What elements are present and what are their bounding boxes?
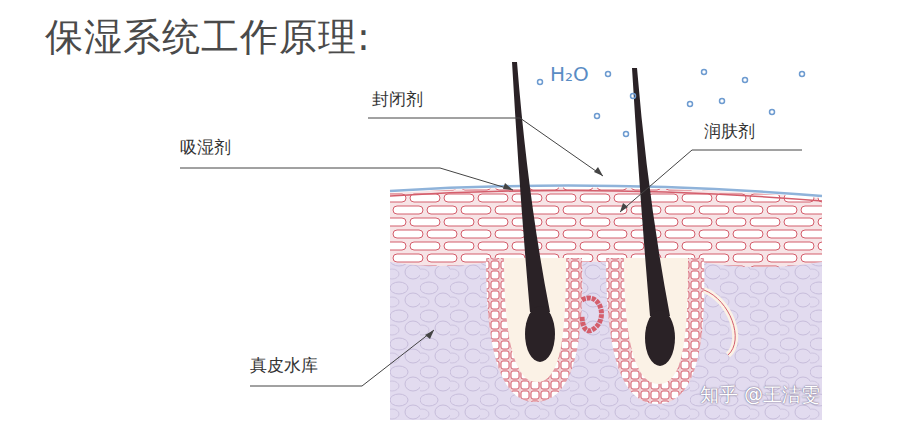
leader-lines [180, 118, 802, 386]
hair-shaft [512, 62, 550, 312]
hair-bulb [645, 310, 675, 366]
arrow-head [503, 183, 513, 190]
part-label: 吸湿剂 [180, 136, 231, 159]
dermis [390, 250, 822, 420]
arrow-head [425, 330, 434, 339]
arrow-head [620, 203, 628, 212]
part-label: 润肤剂 [704, 120, 755, 143]
epidermis [390, 188, 822, 267]
hair-bulb [525, 306, 555, 362]
hair-shaft [632, 68, 670, 316]
diagram-title: 保湿系统工作原理: [45, 12, 371, 63]
arrow-head [594, 167, 603, 176]
part-label: 封闭剂 [372, 88, 423, 111]
water-label: H₂O [550, 62, 589, 86]
watermark: 知乎 @王洁雯 [700, 382, 820, 408]
erector-muscle-edge [704, 290, 735, 355]
gland [582, 298, 601, 331]
part-label: 真皮水库 [250, 354, 318, 377]
sealing-film [390, 186, 822, 196]
erector-muscle [704, 290, 735, 355]
